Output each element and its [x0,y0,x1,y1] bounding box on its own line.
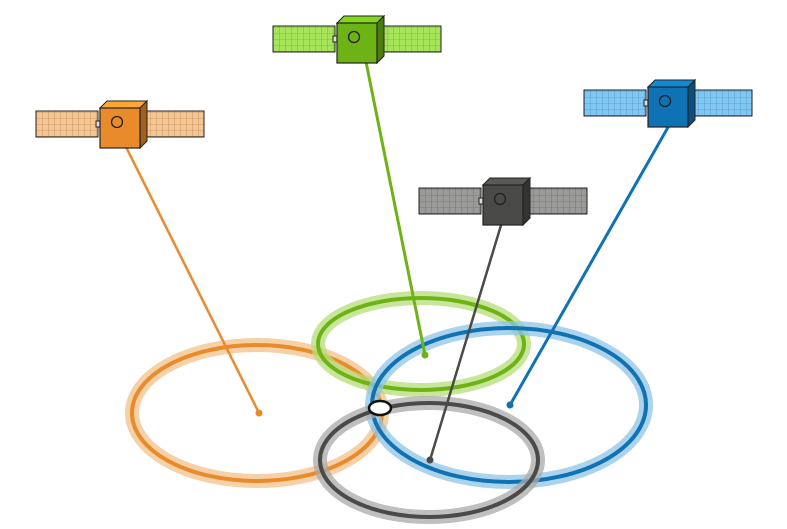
orange-ground-point [255,409,263,417]
orange-signal-line [119,136,261,414]
blue-signal-line [508,114,677,406]
satellites [35,14,753,227]
signal-lines [119,51,677,464]
gray-range-ring [313,396,545,524]
blue-ground-point [506,401,514,409]
intersection-marker [367,399,393,417]
gray-ground-point [426,456,434,464]
green-signal-line [362,51,427,356]
gray-satellite-icon [418,176,588,227]
gray-signal-line [428,211,507,461]
green-ground-point [421,351,429,359]
blue-satellite-icon [583,78,753,129]
green-range-ring [311,291,531,397]
green-satellite-icon [272,14,442,65]
orange-satellite-icon [35,99,205,150]
